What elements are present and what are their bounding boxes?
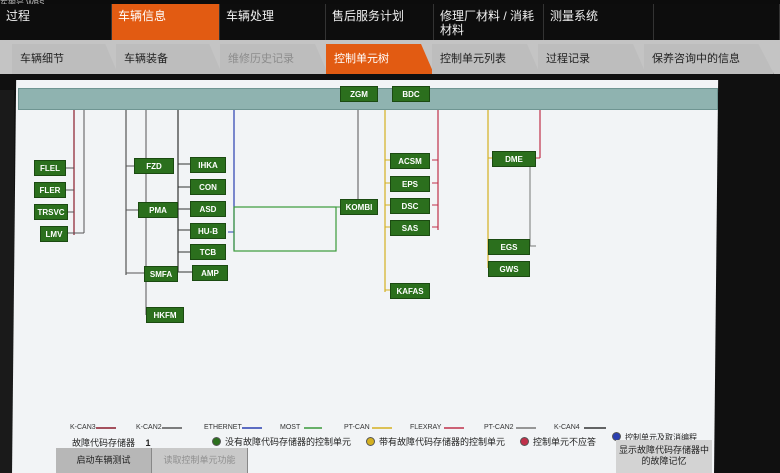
tab-vehicle-processing[interactable]: 车辆处理	[220, 4, 326, 40]
node-sas[interactable]: SAS	[390, 220, 430, 236]
legend-k-can4: K-CAN4	[554, 424, 580, 431]
node-gws[interactable]: GWS	[488, 261, 530, 277]
node-fzd[interactable]: FZD	[134, 158, 174, 174]
legend-k-can3: K-CAN3	[70, 424, 96, 431]
subtab-vehicle-details[interactable]: 车辆细节	[12, 44, 118, 74]
legend-ethernet: ETHERNET	[204, 424, 242, 431]
node-egs[interactable]: EGS	[488, 239, 530, 255]
node-amp[interactable]: AMP	[192, 265, 228, 281]
status-no-response: 控制单元不应答	[520, 435, 596, 448]
vin-text: 车架号 WBS....	[0, 0, 53, 8]
node-dsc[interactable]: DSC	[390, 198, 430, 214]
node-kombi[interactable]: KOMBI	[340, 199, 378, 215]
node-acsm[interactable]: ACSM	[390, 153, 430, 169]
status-text: 带有故障代码存储器的控制单元	[379, 437, 506, 447]
fault-memory-text: 故障代码存储器	[72, 438, 136, 448]
node-smfa[interactable]: SMFA	[144, 266, 178, 282]
tab-workshop-materials[interactable]: 修理厂材料 / 消耗材料	[434, 4, 544, 40]
node-eps[interactable]: EPS	[390, 176, 430, 192]
subtab-repair-history[interactable]: 维修历史记录	[220, 44, 328, 74]
tab-label: 车辆处理	[226, 9, 275, 23]
legend-pt-can2: PT-CAN2	[484, 424, 514, 431]
status-text: 没有故障代码存储器的控制单元	[225, 437, 352, 447]
node-bdc[interactable]: BDC	[392, 86, 430, 102]
tab-label: 测量系统	[550, 9, 599, 23]
subtab-label: 保养咨询中的信息	[652, 53, 740, 65]
node-ihka[interactable]: IHKA	[190, 157, 226, 173]
tab-measurement-system[interactable]: 测量系统	[544, 4, 654, 40]
start-vehicle-test-button[interactable]: 启动车辆测试	[56, 448, 152, 473]
node-zgm[interactable]: ZGM	[340, 86, 378, 102]
node-flel[interactable]: FLEL	[34, 160, 66, 176]
tab-label: 修理厂材料 / 消耗材料	[440, 9, 535, 37]
legend-pt-can: PT-CAN	[344, 424, 370, 431]
status-no-fault: 没有故障代码存储器的控制单元	[212, 435, 351, 448]
status-text: 控制单元不应答	[533, 437, 597, 447]
subtab-control-unit-tree[interactable]: 控制单元树	[326, 44, 434, 74]
node-asd[interactable]: ASD	[190, 201, 226, 217]
node-lmv[interactable]: LMV	[40, 226, 68, 242]
show-fault-memory-button[interactable]: 显示故障代码存储器中的故障记忆	[616, 440, 712, 473]
node-kafas[interactable]: KAFAS	[390, 283, 430, 299]
fault-memory-label: 故障代码存储器 1	[72, 436, 151, 449]
fault-memory-count: 1	[145, 438, 151, 448]
node-hu-b[interactable]: HU-B	[190, 223, 226, 239]
subtab-label: 车辆装备	[124, 53, 168, 65]
node-con[interactable]: CON	[190, 179, 226, 195]
bus-line	[233, 206, 337, 252]
node-hkfm[interactable]: HKFM	[146, 307, 184, 323]
tab-label: 过程	[6, 9, 31, 23]
subtab-label: 控制单元树	[334, 53, 389, 65]
status-text: 控制单元及取消编程	[625, 433, 697, 442]
tab-vehicle-info[interactable]: 车辆信息	[112, 4, 220, 40]
left-desktop-strip	[0, 90, 14, 473]
subtab-label: 控制单元列表	[440, 53, 506, 65]
status-red-icon	[520, 437, 529, 446]
node-fler[interactable]: FLER	[34, 182, 66, 198]
legend-most: MOST	[280, 424, 301, 431]
subtab-maintenance-info[interactable]: 保养咨询中的信息	[644, 44, 774, 74]
tab-label: 售后服务计划	[332, 9, 405, 23]
node-dme[interactable]: DME	[492, 151, 536, 167]
legend-k-can2: K-CAN2	[136, 424, 162, 431]
node-pma[interactable]: PMA	[138, 202, 178, 218]
legend-flexray: FLEXRAY	[410, 424, 442, 431]
read-control-unit-button[interactable]: 读取控制单元功能	[152, 448, 248, 473]
tab-empty	[654, 4, 780, 40]
status-yellow-icon	[366, 437, 375, 446]
subtab-process-log[interactable]: 过程记录	[538, 44, 646, 74]
subtab-label: 车辆细节	[20, 53, 64, 65]
subtab-label: 维修历史记录	[228, 53, 294, 65]
status-with-fault: 带有故障代码存储器的控制单元	[366, 435, 505, 448]
node-tcb[interactable]: TCB	[190, 244, 226, 260]
tab-label: 车辆信息	[118, 9, 167, 23]
subtab-control-unit-list[interactable]: 控制单元列表	[432, 44, 540, 74]
tab-service-plan[interactable]: 售后服务计划	[326, 4, 434, 40]
status-green-icon	[212, 437, 221, 446]
subtab-label: 过程记录	[546, 53, 590, 65]
node-trsvc[interactable]: TRSVC	[34, 204, 68, 220]
tab-process[interactable]: 过程	[0, 4, 112, 40]
